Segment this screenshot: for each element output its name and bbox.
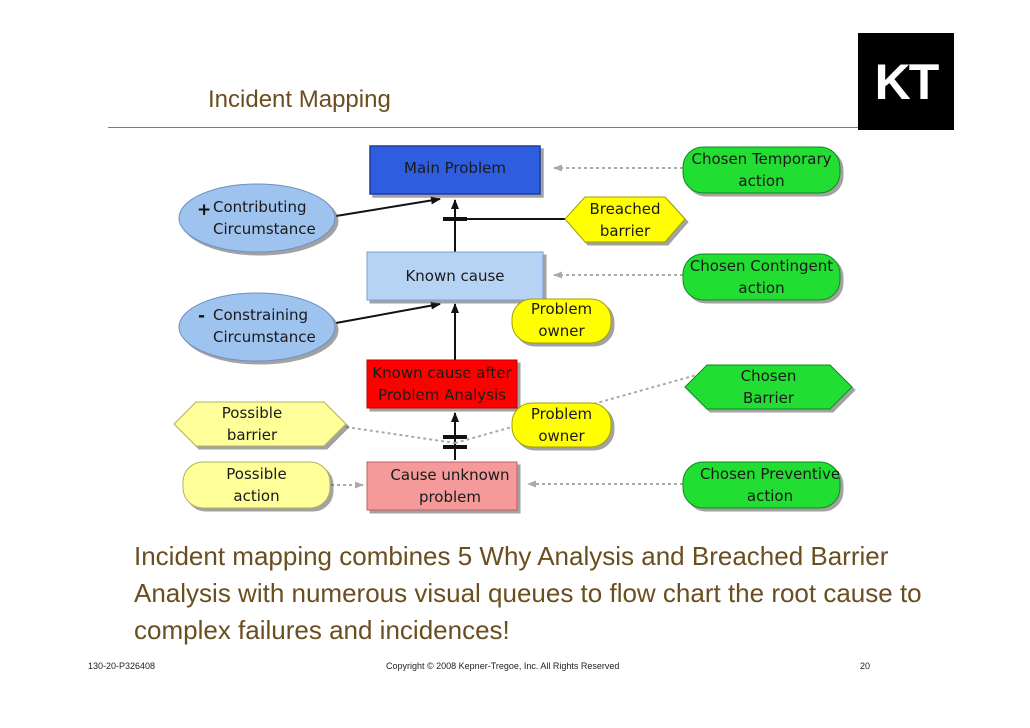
- dotted-chosen-barrier: [454, 371, 708, 444]
- kt-logo: KT: [858, 33, 954, 130]
- chosen-preventive-label: Chosen Preventive action: [699, 465, 841, 505]
- possible-barrier-label: Possible barrier: [221, 404, 283, 444]
- possible-action-label: Possible action: [226, 465, 287, 505]
- cause-unknown-label: Cause unknown problem: [390, 466, 510, 506]
- chosen-barrier-label: Chosen Barrier: [740, 367, 797, 407]
- contributing-plus-sign: +: [197, 200, 212, 220]
- problem-owner-pill-1: [511, 298, 612, 344]
- footer-code: 130-20-P326408: [88, 661, 156, 671]
- title-divider: [108, 127, 868, 128]
- dotted-barrier-to-owner: [345, 426, 456, 444]
- breached-barrier-label: Breached barrier: [589, 199, 661, 240]
- possible-action-pill: [182, 461, 331, 509]
- chosen-temporary-pill: [682, 146, 841, 194]
- chosen-barrier-hexagon: [684, 364, 853, 410]
- main-problem-box: [369, 145, 541, 195]
- connectors: [331, 164, 708, 489]
- chosen-contingent-pill: [682, 253, 841, 301]
- page-title: Incident Mapping: [208, 86, 391, 113]
- constraining-ellipse: [178, 292, 336, 362]
- cause-unknown-box: [366, 461, 518, 511]
- main-problem-label: Main Problem: [404, 159, 506, 177]
- chosen-temporary-label: Chosen Temporary action: [691, 150, 832, 190]
- chosen-contingent-label: Chosen Contingent action: [689, 257, 834, 297]
- possible-barrier-hexagon: [173, 401, 347, 447]
- problem-owner-label-1: Problem owner: [530, 300, 593, 340]
- slide-caption: Incident mapping combines 5 Why Analysis…: [134, 541, 922, 645]
- breached-barrier-hexagon: [564, 196, 686, 243]
- constraining-label: Constraining Circumstance: [213, 306, 316, 346]
- chosen-preventive-pill: [682, 461, 841, 509]
- constraining-minus-sign: -: [198, 306, 206, 326]
- problem-owner-label-2: Problem owner: [530, 405, 593, 445]
- known-cause-box: [366, 251, 544, 301]
- known-cause-label: Known cause: [405, 267, 505, 285]
- contributing-ellipse: [178, 183, 336, 253]
- arrow-contributing: [335, 196, 441, 217]
- footer-copyright: Copyright © 2008 Kepner-Tregoe, Inc. All…: [386, 661, 620, 671]
- arrow-constraining: [335, 301, 441, 324]
- known-cause-after-box: [366, 359, 518, 409]
- contributing-label: Contributing Circumstance: [213, 198, 316, 238]
- footer-page-number: 20: [860, 661, 871, 671]
- known-cause-after-label: Known cause after Problem Analysis: [372, 364, 512, 404]
- problem-owner-pill-2: [511, 402, 612, 448]
